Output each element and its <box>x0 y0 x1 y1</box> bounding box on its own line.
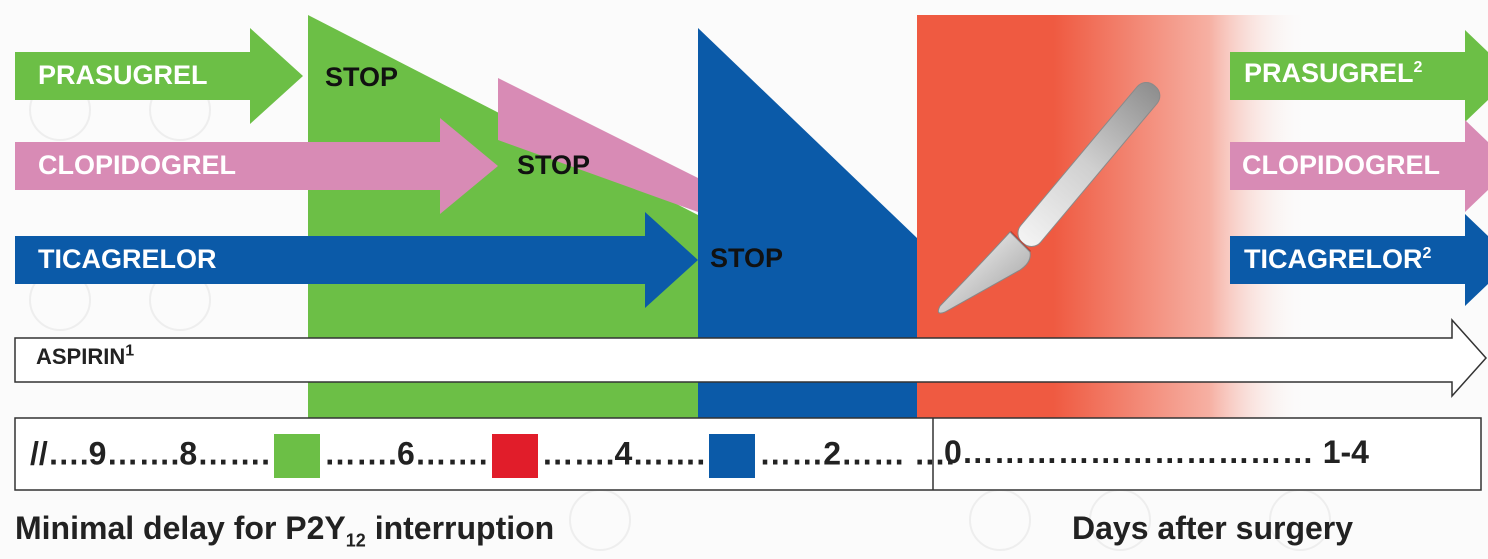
left-caption-main: Minimal delay for P2Y <box>15 510 346 546</box>
clopidogrel-stop-label: STOP <box>517 150 591 180</box>
ticagrelor-restart-text: TICAGRELOR <box>1244 244 1423 274</box>
prasugrel-restart-arrow <box>1230 30 1488 122</box>
timeline-day-4: …….4……. <box>541 435 706 472</box>
ticagrelor-stop-label: STOP <box>710 243 784 273</box>
clopidogrel-arrow <box>15 118 498 214</box>
prasugrel-stop-label: STOP <box>325 62 399 92</box>
timeline-day-2: ……2…… …. <box>759 435 955 472</box>
ticagrelor-restart-label: TICAGRELOR2 <box>1244 244 1431 275</box>
ticagrelor-restart-arrow <box>1230 214 1488 306</box>
aspirin-label: ASPIRIN1 <box>36 342 135 370</box>
prasugrel-stop-zone <box>308 15 698 418</box>
timeline-green-square <box>274 434 321 478</box>
clopidogrel-label: CLOPIDOGREL <box>38 150 237 180</box>
timeline-blue-square <box>709 434 756 478</box>
left-caption-subscript: 12 <box>345 530 366 551</box>
timeline-before-surgery: //….9…….8……. …….6……. …….4……. ……2…… …. <box>30 434 955 478</box>
aspirin-text: ASPIRIN <box>36 344 126 369</box>
ticagrelor-restart-sup: 2 <box>1422 245 1432 262</box>
right-caption: Days after surgery <box>1072 510 1354 546</box>
aspirin-arrow <box>14 318 1488 398</box>
scalpel-icon <box>937 82 1161 314</box>
prasugrel-arrow <box>15 28 303 124</box>
ticagrelor-label: TICAGRELOR <box>38 244 217 274</box>
clopidogrel-restart-arrow <box>1230 120 1488 212</box>
timeline-red-square <box>491 434 538 478</box>
aspirin-sup: 1 <box>125 342 135 360</box>
clopidogrel-restart-label: CLOPIDOGREL <box>1242 150 1440 181</box>
ticagrelor-arrow <box>15 212 698 308</box>
prasugrel-restart-label: PRASUGREL2 <box>1244 58 1422 89</box>
prasugrel-restart-sup: 2 <box>1413 59 1423 76</box>
timeline-after-surgery: 0…………………………… 1-4 <box>944 434 1369 470</box>
timeline-days-9-8: //….9…….8……. <box>30 435 271 472</box>
ticagrelor-stop-zone <box>698 28 917 418</box>
left-caption-end: interruption <box>365 510 555 546</box>
prasugrel-label: PRASUGREL <box>38 60 208 90</box>
prasugrel-restart-text: PRASUGREL <box>1244 58 1414 88</box>
left-caption: Minimal delay for P2Y12 interruption <box>15 510 555 551</box>
timeline-day-6: …….6……. <box>324 435 488 472</box>
clopidogrel-taper <box>498 78 698 212</box>
clopidogrel-restart-text: CLOPIDOGREL <box>1242 150 1441 180</box>
